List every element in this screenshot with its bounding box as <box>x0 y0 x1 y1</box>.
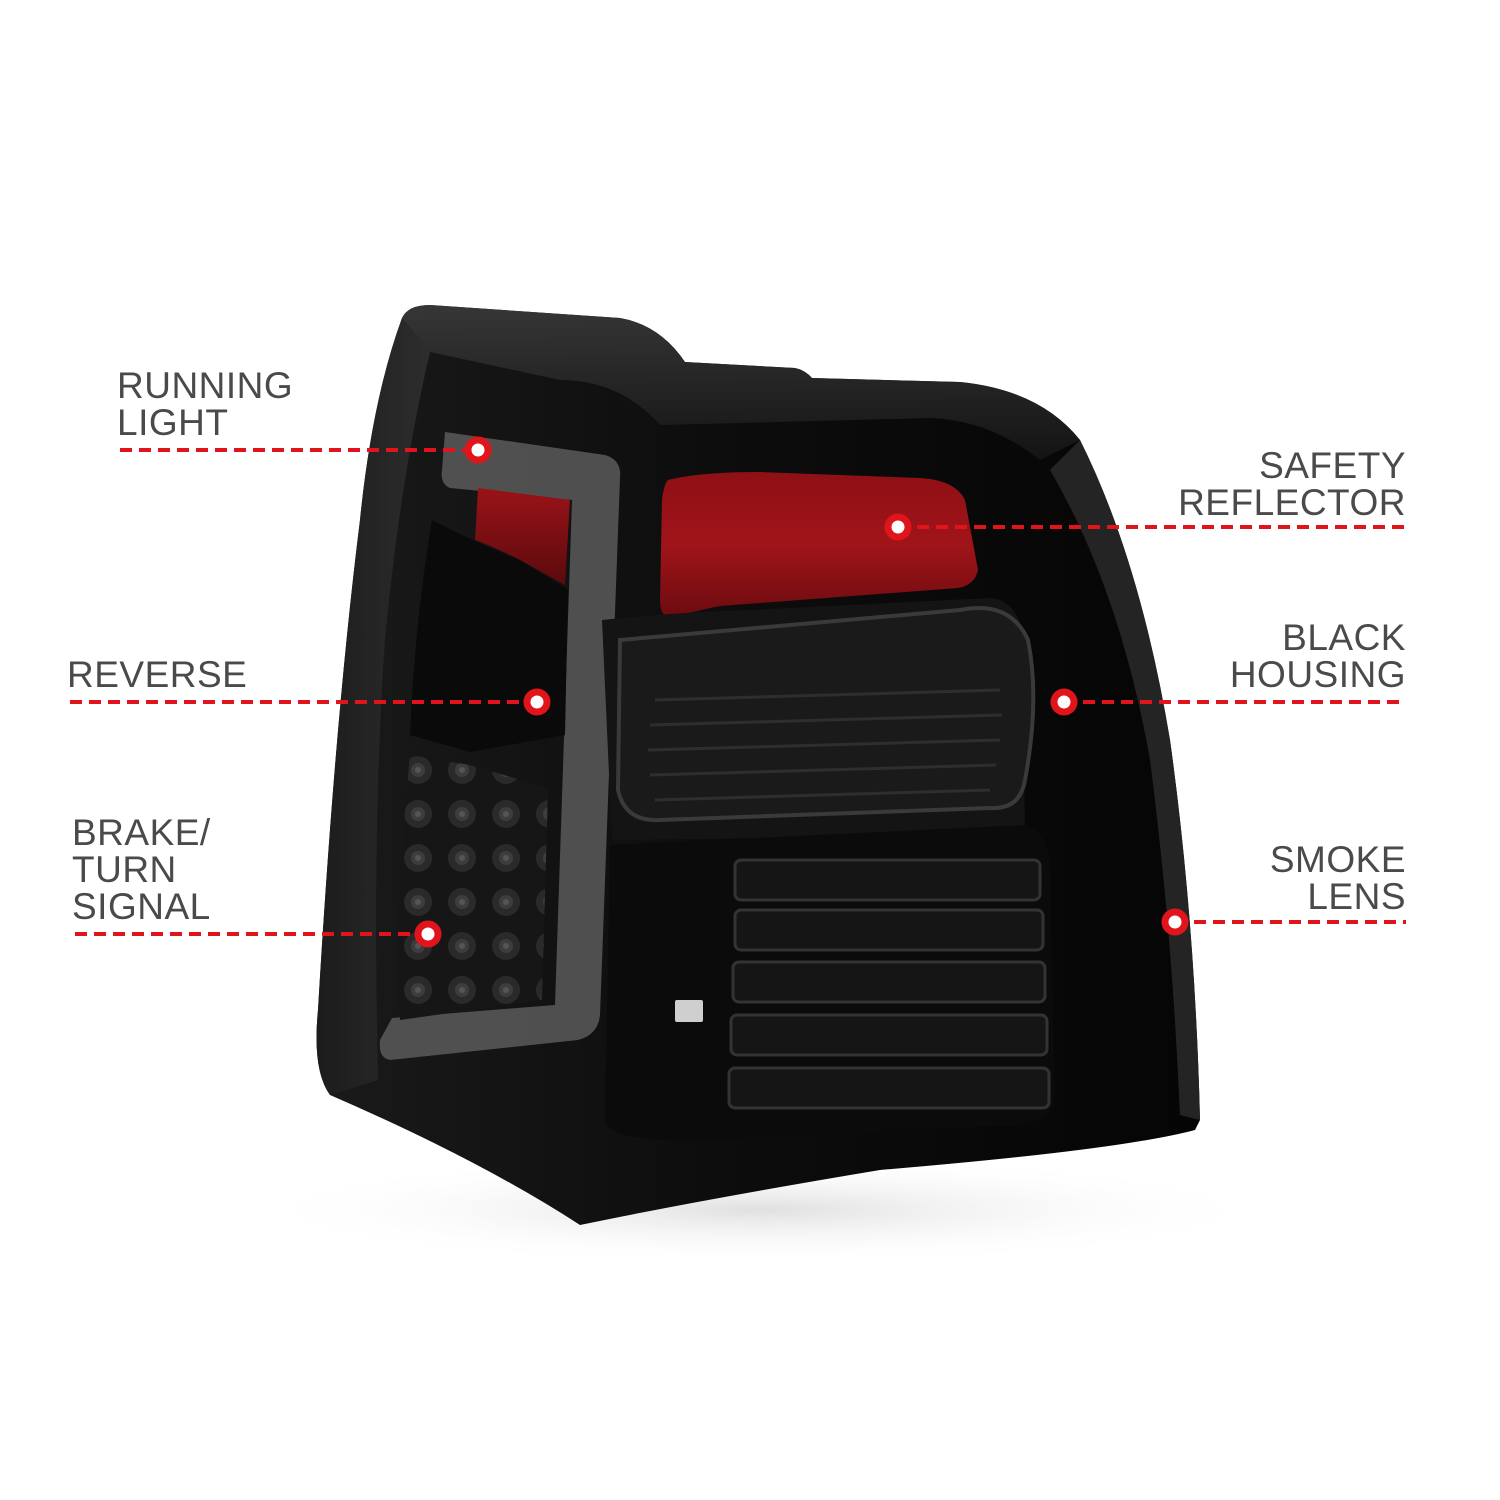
running-light-label: RUNNING LIGHT <box>117 367 293 441</box>
running-light-dot <box>464 436 492 464</box>
black-housing-dot <box>1050 688 1078 716</box>
brake-turn-label-line3: SIGNAL <box>72 886 211 927</box>
part-number-tag <box>675 1000 703 1022</box>
black-housing-label-line1: BLACK <box>1282 617 1406 658</box>
reverse-dot <box>523 688 551 716</box>
brake-turn-label-line2: TURN <box>72 849 177 890</box>
lamp-right-rim <box>1050 440 1200 1120</box>
smoke-lens-dot <box>1161 908 1189 936</box>
brake-turn-label: BRAKE/ TURN SIGNAL <box>72 814 211 925</box>
running-light-bar <box>379 432 621 1060</box>
safety-reflector-label: SAFETY REFLECTOR <box>1178 447 1406 521</box>
small-reflector <box>475 488 570 585</box>
safety-reflector-lens <box>660 472 978 618</box>
brake-turn-dot <box>414 920 442 948</box>
reverse-label: REVERSE <box>67 656 247 693</box>
safety-reflector-dot <box>884 513 912 541</box>
reverse-lens-ribs <box>647 688 1003 802</box>
safety-reflector-label-line2: REFLECTOR <box>1178 482 1406 523</box>
callout-lines <box>70 448 1406 936</box>
callout-dots <box>414 436 1189 948</box>
smoke-lens-label-line1: SMOKE <box>1269 839 1406 880</box>
lamp-left-side <box>316 318 430 1095</box>
reverse-lens-frame <box>615 606 1036 823</box>
reverse-label-line1: REVERSE <box>67 654 248 695</box>
lower-louvers <box>727 858 1051 1110</box>
smoke-lens-label-line2: LENS <box>1307 876 1406 917</box>
black-housing-label-line2: HOUSING <box>1229 654 1406 695</box>
running-light-label-line1: RUNNING <box>117 365 294 406</box>
running-light-label-line2: LIGHT <box>117 402 229 443</box>
black-housing-label: BLACK HOUSING <box>1230 619 1406 693</box>
floor-shadow <box>240 1155 1280 1265</box>
safety-reflector-label-line1: SAFETY <box>1259 445 1406 486</box>
led-cluster <box>398 755 548 1020</box>
smoke-lens-label: SMOKE LENS <box>1270 841 1406 915</box>
lamp-top-cap <box>402 305 1080 460</box>
brake-turn-label-line1: BRAKE/ <box>72 812 211 853</box>
